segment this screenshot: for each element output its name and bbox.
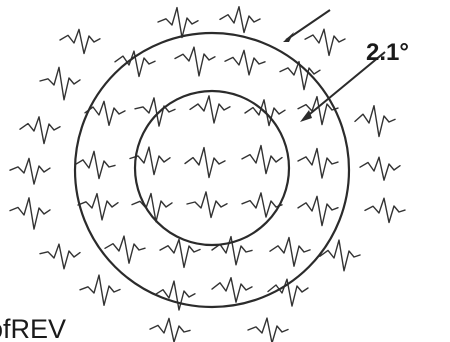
waveform-trace xyxy=(80,275,120,305)
waveform-traces xyxy=(10,7,405,342)
waveform-trace xyxy=(105,236,145,263)
waveform-trace xyxy=(212,278,252,303)
waveform-trace xyxy=(242,193,282,217)
waveform-trace xyxy=(158,8,198,38)
waveform-trace xyxy=(185,148,225,178)
waveform-trace xyxy=(40,244,80,269)
outer-ring-pointer-line xyxy=(286,10,330,40)
waveform-trace xyxy=(225,50,265,75)
waveform-trace xyxy=(40,67,80,100)
waveform-trace xyxy=(20,117,60,144)
waveform-trace xyxy=(305,29,345,55)
waveform-trace xyxy=(75,151,115,178)
waveform-trace xyxy=(175,47,215,76)
waveform-trace xyxy=(355,106,395,137)
caption-fragment: ofREV xyxy=(0,314,66,342)
waveform-trace xyxy=(212,237,252,265)
waveform-trace xyxy=(298,196,338,225)
waveform-trace xyxy=(190,96,230,123)
waveform-trace xyxy=(248,318,288,342)
waveform-trace xyxy=(220,7,260,33)
waveform-trace xyxy=(115,51,155,76)
waveform-trace xyxy=(187,192,227,218)
waveform-trace xyxy=(360,157,400,180)
waveform-trace xyxy=(60,29,100,53)
waveform-trace xyxy=(298,149,338,179)
waveform-trace xyxy=(365,198,405,222)
angle-label: 2.1° xyxy=(366,39,409,66)
inner-ring-arrowhead xyxy=(300,110,312,122)
waveform-trace xyxy=(135,98,175,126)
waveform-trace xyxy=(10,158,50,184)
waveform-trace xyxy=(270,238,310,267)
waveform-trace xyxy=(242,146,282,174)
waveform-trace xyxy=(150,318,190,342)
outer-ring-arrowhead xyxy=(283,32,294,42)
waveform-trace xyxy=(10,198,50,229)
